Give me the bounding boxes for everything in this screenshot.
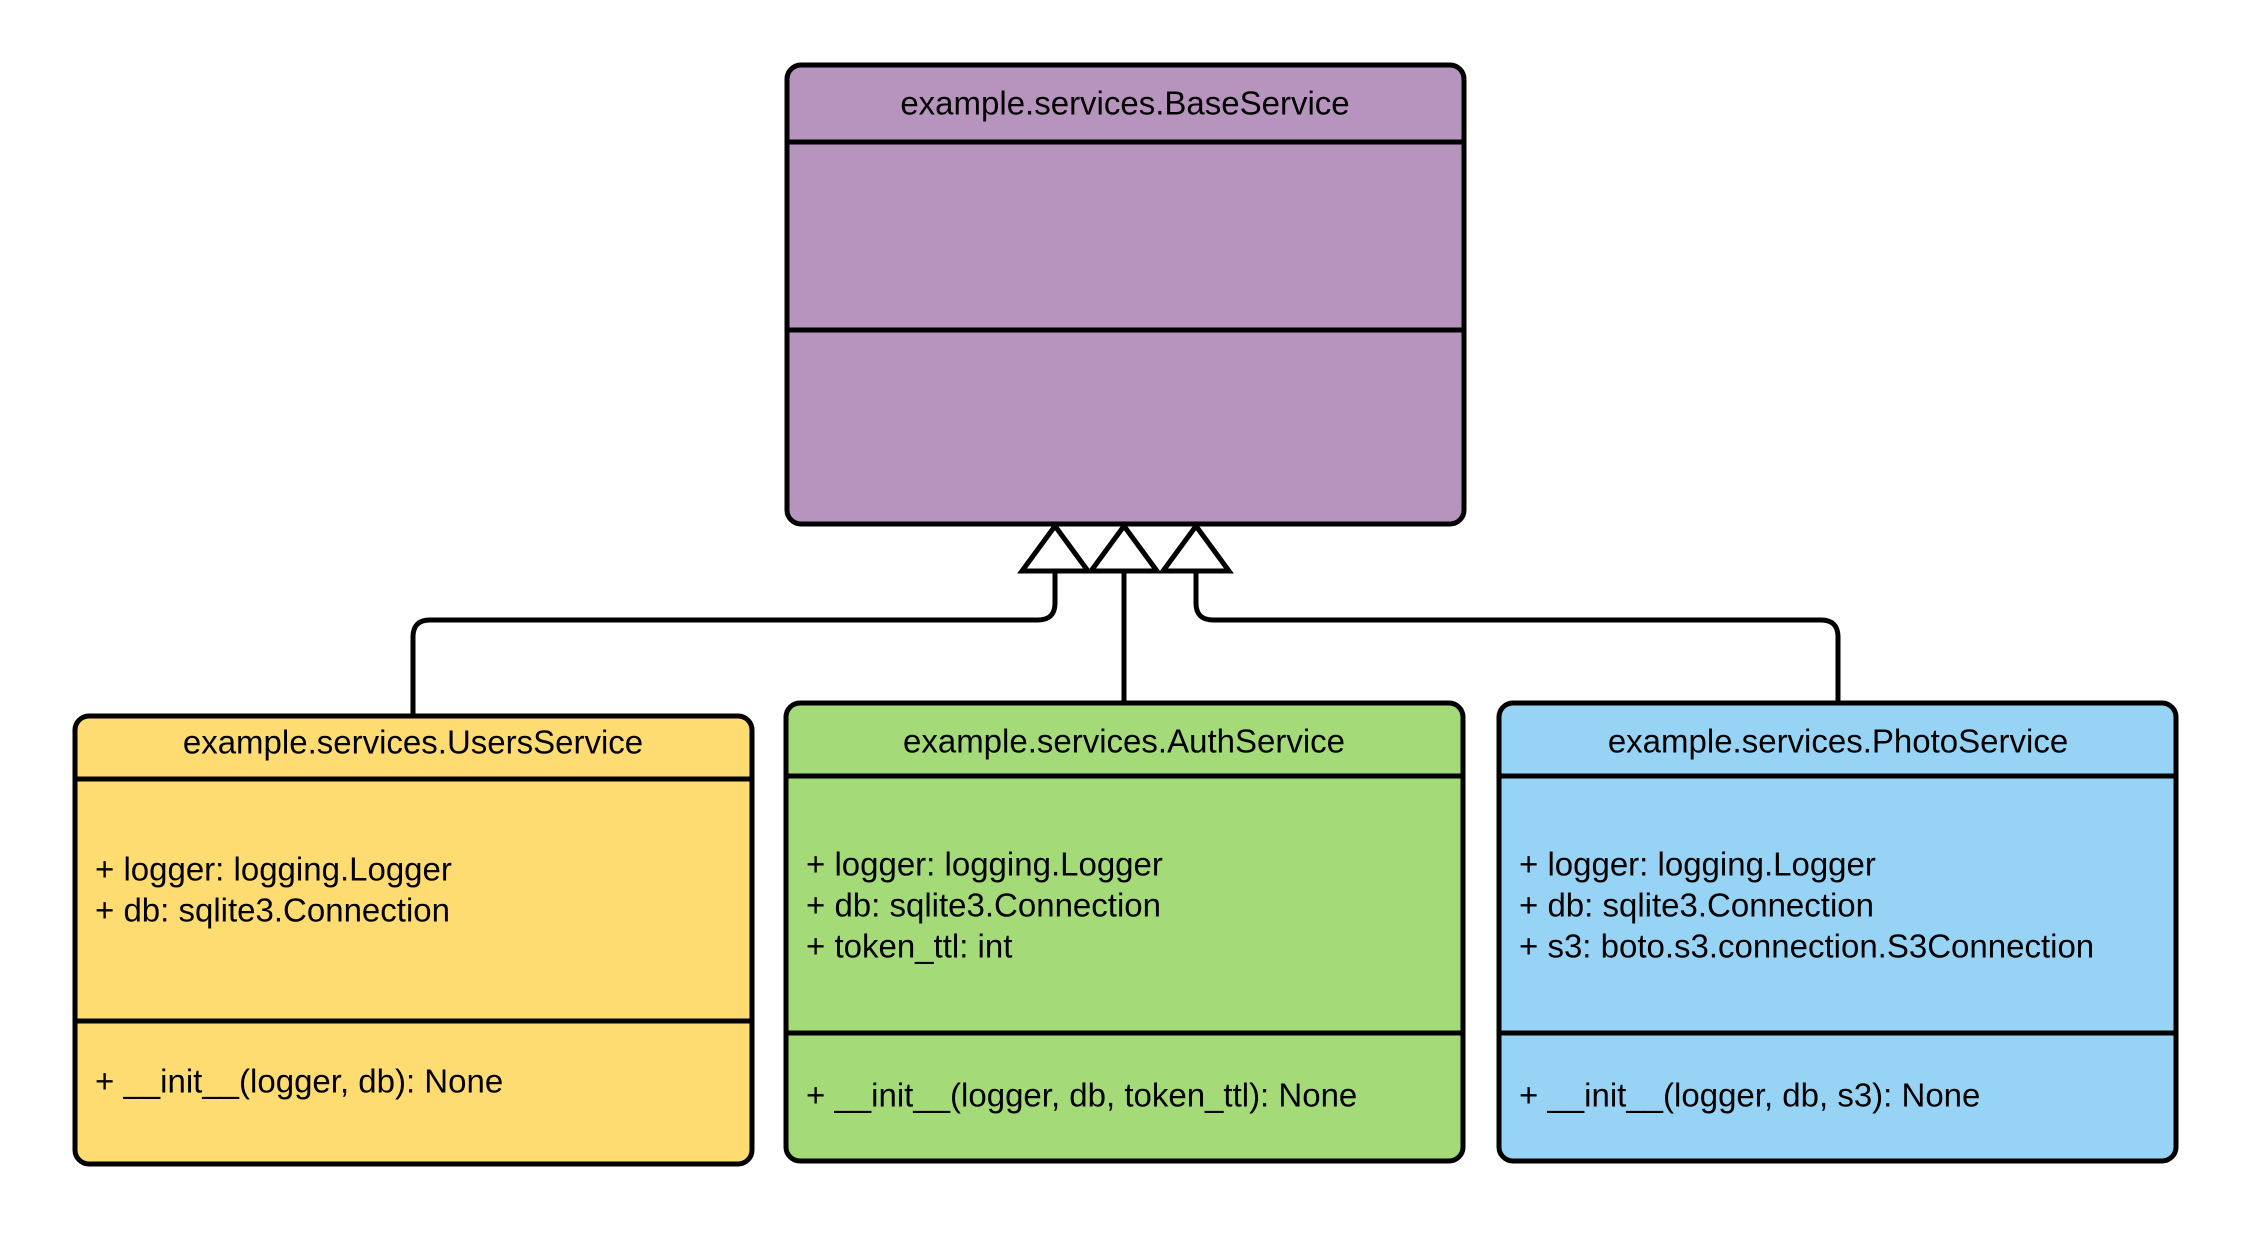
- inheritance-arrow-users: [1017, 521, 1093, 574]
- class-attribute-auth-0: + logger: logging.Logger: [806, 846, 1163, 883]
- class-box-photo-service[interactable]: [1496, 700, 2179, 1164]
- class-title-users-service: example.services.UsersService: [183, 724, 643, 761]
- class-title-base-service: example.services.BaseService: [900, 85, 1349, 122]
- class-attribute-users-1: + db: sqlite3.Connection: [95, 892, 450, 929]
- edge-photo-to-base: [1193, 570, 1841, 716]
- class-box-users-service[interactable]: [72, 713, 755, 1167]
- class-attribute-auth-1: + db: sqlite3.Connection: [806, 887, 1161, 924]
- class-attribute-auth-2: + token_ttl: int: [806, 928, 1012, 965]
- edge-users-to-base: [410, 570, 1058, 716]
- class-attribute-photo-0: + logger: logging.Logger: [1519, 846, 1876, 883]
- class-node-users-service[interactable]: example.services.UsersService + logger: …: [72, 713, 755, 1167]
- class-node-photo-service[interactable]: example.services.PhotoService + logger: …: [1496, 700, 2179, 1164]
- class-method-auth-0: + __init__(logger, db, token_ttl): None: [806, 1077, 1357, 1114]
- class-node-base-service[interactable]: example.services.BaseService: [784, 62, 1467, 527]
- class-title-photo-service: example.services.PhotoService: [1608, 723, 2068, 760]
- class-box-auth-service[interactable]: [783, 700, 1466, 1164]
- inheritance-arrow-auth: [1086, 521, 1162, 574]
- class-node-auth-service[interactable]: example.services.AuthService + logger: l…: [783, 700, 1466, 1164]
- class-attribute-users-0: + logger: logging.Logger: [95, 851, 452, 888]
- class-attribute-photo-1: + db: sqlite3.Connection: [1519, 887, 1874, 924]
- class-method-photo-0: + __init__(logger, db, s3): None: [1519, 1077, 1980, 1114]
- inheritance-arrow-photo: [1158, 521, 1234, 574]
- edge-group: [410, 521, 1841, 716]
- class-attribute-photo-2: + s3: boto.s3.connection.S3Connection: [1519, 928, 2094, 965]
- class-title-auth-service: example.services.AuthService: [903, 723, 1345, 760]
- class-box-base-service[interactable]: [784, 62, 1467, 527]
- class-method-users-0: + __init__(logger, db): None: [95, 1063, 503, 1100]
